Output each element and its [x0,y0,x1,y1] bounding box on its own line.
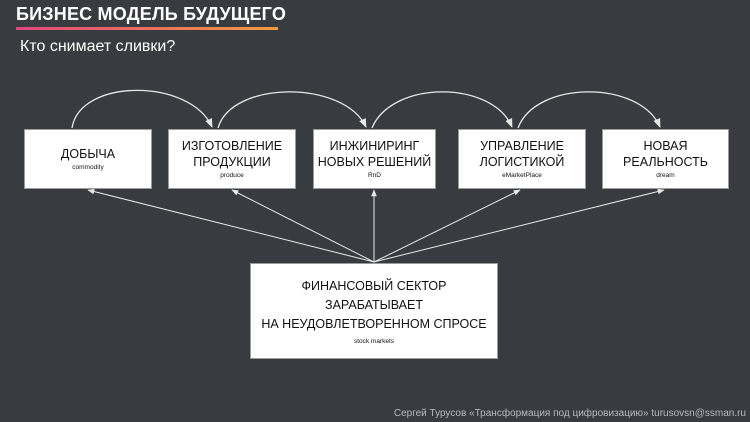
stage-name-reality: НОВАЯ РЕАЛЬНОСТЬ [623,139,708,169]
hub-arrow-2 [231,189,375,263]
hub-arrow-1 [87,188,375,263]
hub-arrow-5 [373,188,665,263]
stage-tag-engineering: RnD [367,172,381,179]
stage-arc-arrow-4 [517,91,661,129]
stage-arc-arrow-2 [217,91,367,129]
stage-box-reality: НОВАЯ РЕАЛЬНОСТЬ dream [602,129,729,189]
stage-box-engineering: ИНЖИНИРИНГ НОВЫХ РЕШЕНИЙ RnD [313,129,436,189]
slide-title: БИЗНЕС МОДЕЛЬ БУДУЩЕГО [16,4,287,24]
stage-tag-mining: commodity [72,164,104,171]
finance-hub-name: ФИНАНСОВЫЙ СЕКТОР ЗАРАБАТЫВАЕТ НА НЕУДОВ… [261,278,487,331]
stage-tag-reality: dream [656,172,675,179]
stage-name-logistics: УПРАВЛЕНИЕ ЛОГИСТИКОЙ [479,139,565,169]
stage-name-mining: ДОБЫЧА [60,147,116,161]
stage-box-production: ИЗГОТОВЛЕНИЕ ПРОДУКЦИИ produce [168,129,296,189]
slide-footer: Сергей Турусов «Трансформация под цифров… [393,408,746,419]
stage-arc-arrow-1 [71,89,213,129]
slide-subtitle: Кто снимает сливки? [20,38,176,55]
stage-box-mining: ДОБЫЧА commodity [24,129,152,189]
stage-tag-production: produce [220,172,244,179]
stage-box-logistics: УПРАВЛЕНИЕ ЛОГИСТИКОЙ eMarketPlace [458,129,586,189]
hub-arrow-4 [373,189,521,263]
stage-name-production: ИЗГОТОВЛЕНИЕ ПРОДУКЦИИ [181,139,283,169]
finance-hub-tag: stock markets [353,337,395,345]
finance-hub-box: ФИНАНСОВЫЙ СЕКТОР ЗАРАБАТЫВАЕТ НА НЕУДОВ… [250,263,498,359]
stage-tag-logistics: eMarketPlace [502,172,542,179]
stage-arc-arrow-3 [371,91,513,129]
title-accent-bar [16,27,278,30]
stage-name-engineering: ИНЖИНИРИНГ НОВЫХ РЕШЕНИЙ [317,139,432,169]
